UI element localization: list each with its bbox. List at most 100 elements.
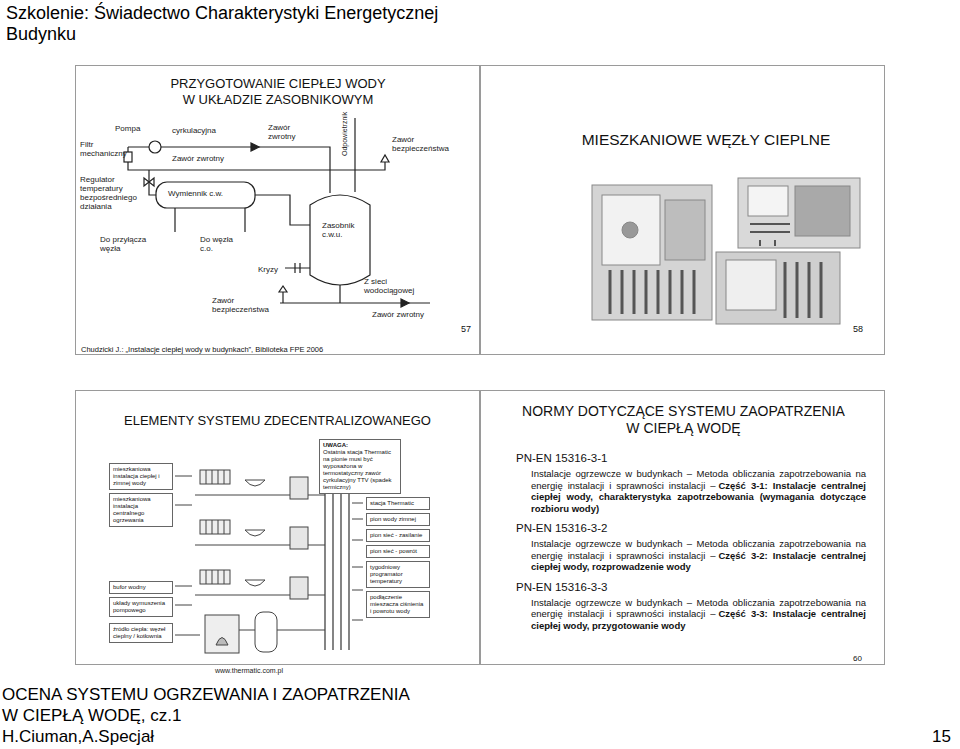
decentralized-system-drawing: [352, 503, 363, 620]
heat-unit-photos: [592, 185, 712, 320]
box-text: bufor wodny: [113, 584, 146, 590]
text-column: podłączenie mieszacza ciśnienia i powrot…: [370, 594, 426, 615]
part-label: Zawór zwrotny: [268, 124, 308, 142]
dhw-storage-schematic: [285, 263, 310, 273]
slide-number-block: 57: [461, 324, 471, 334]
dhw-storage-schematic: [255, 195, 310, 225]
heat-unit-photos: [738, 178, 860, 248]
heat-unit-photos: [726, 260, 776, 310]
dhw-storage-schematic: [251, 143, 259, 151]
part-label: Zawór bezpieczeństwa: [392, 136, 458, 154]
decentralized-system-drawing: [239, 630, 325, 631]
decentralized-system-drawing: [200, 470, 230, 484]
label-box: mieszkaniowa instalacja centralnego ogrz…: [109, 493, 173, 527]
text-column: tygodniowy programator temperatury: [370, 564, 426, 585]
source-url: www.thermatic.com.pl: [215, 667, 283, 675]
decentralized-system-drawing: [290, 577, 308, 599]
box-text: pion sieć - zasilanie: [370, 532, 422, 538]
label-box: mieszkaniowa instalacja ciepłej i zimnej…: [109, 463, 173, 490]
dhw-storage-schematic: [175, 208, 245, 232]
box-text-block: tygodniowy programator temperatury: [370, 564, 426, 585]
heat-unit-photos: [665, 200, 705, 260]
dhw-storage-schematic: [279, 286, 287, 303]
box-text: pion sieć - powrót: [370, 548, 417, 554]
note-heading-block: UWAGA:: [323, 442, 397, 449]
standard-number: PN-EN 15316-3-2: [516, 522, 607, 534]
text-column: źródło ciepła: węzeł cieplny / kotłownia: [113, 626, 169, 640]
slide-title-block: MIESZKANIOWE WĘZŁY CIEPLNE: [541, 131, 871, 149]
dhw-storage-schematic: [149, 141, 161, 153]
dhw-storage-schematic: [310, 195, 370, 285]
decentralized-system-drawing: [200, 520, 230, 534]
slide-title: PRZYGOTOWANIE CIEPŁEJ WODY W UKŁADZIE ZA…: [170, 76, 385, 107]
label-box: pion sieć - powrót: [366, 545, 430, 558]
decentralized-system-drawing: [175, 476, 200, 635]
standard-description-block: Instalacje ogrzewcze w budynkach – Metod…: [531, 468, 866, 514]
label-box: tygodniowy programator temperatury: [366, 561, 430, 588]
part-label: Zawór zwrotny: [372, 311, 424, 320]
part-label: Filtr mechaniczny: [80, 141, 122, 159]
decentralized-system-drawing: [290, 477, 308, 499]
label-box: pion sieć - zasilanie: [366, 529, 430, 542]
heat-unit-photos: [795, 186, 850, 236]
box-text: pion wody zimnej: [370, 516, 416, 522]
text-column: PN-EN 15316-3-1Instalacje ogrzewcze w bu…: [516, 451, 866, 631]
box-text-block: stacja Thermatic: [370, 500, 426, 507]
part-label: Odpowietrznik: [341, 112, 349, 156]
text-column: pion wody zimnej: [370, 516, 426, 523]
standard-number-block: PN-EN 15316-3-1: [516, 451, 866, 465]
text-column: pion sieć - zasilanie: [370, 532, 426, 539]
box-text: źródło ciepła: węzeł cieplny / kotłownia: [113, 626, 165, 639]
box-text-block: źródło ciepła: węzeł cieplny / kotłownia: [113, 626, 169, 640]
part-label: Do przyłącza węzła: [100, 236, 152, 254]
box-text-block: pion wody zimnej: [370, 516, 426, 523]
standard-description-block: Instalacje ogrzewcze w budynkach – Metod…: [531, 538, 866, 573]
box-text: tygodniowy programator temperatury: [370, 564, 403, 584]
box-text-block: pion sieć - zasilanie: [370, 532, 426, 539]
decentralized-system-drawing: [205, 615, 239, 653]
label-box: bufor wodny: [109, 581, 173, 594]
part-label: cyrkulacyjna: [172, 127, 216, 136]
heat-unit-photos: [602, 195, 660, 265]
decentralized-system-drawing: [255, 612, 277, 652]
text-column: bufor wodny: [113, 584, 169, 591]
dhw-storage-schematic: [144, 178, 154, 186]
slide-title: NORMY DOTYCZĄCE SYSTEMU ZAOPATRZENIA W C…: [522, 403, 845, 436]
text-column: stacja Thermatic: [370, 500, 426, 507]
standard-number-block: PN-EN 15316-3-3: [516, 580, 866, 594]
note-heading: UWAGA:: [323, 442, 348, 448]
part-label: Wymiennik c.w.: [168, 190, 223, 199]
slide-number: 57: [461, 324, 471, 334]
dhw-storage-schematic: [354, 118, 355, 192]
standard-number-block: PN-EN 15316-3-2: [516, 521, 866, 535]
part-label: Kryzy: [258, 266, 278, 275]
heat-unit-photos: [592, 178, 860, 324]
decentralized-system-drawing: [325, 490, 349, 650]
part-label: Do węzła c.o.: [200, 236, 238, 254]
heat-unit-photos: [716, 252, 840, 324]
slide-title-block: PRZYGOTOWANIE CIEPŁEJ WODY W UKŁADZIE ZA…: [165, 76, 391, 108]
note-text: Ostatnia stacja Thermatic na pionie musi…: [323, 449, 392, 490]
box-text-block: podłączenie mieszacza ciśnienia i powrot…: [370, 594, 426, 615]
label-box: stacja Thermatic: [366, 497, 430, 510]
part-label: Pompa: [115, 125, 140, 134]
text-column: mieszkaniowa instalacja centralnego ogrz…: [113, 496, 169, 524]
heat-unit-photos: [622, 222, 638, 238]
slide-number-block: 58: [853, 324, 863, 334]
box-text-block: mieszkaniowa instalacja ciepłej i zimnej…: [113, 466, 169, 487]
dhw-storage-schematic: [124, 118, 430, 307]
text-column: układy wymuszenia pompowego: [113, 600, 169, 614]
dhw-storage-schematic: [124, 152, 132, 162]
slide-frame: MIESZKANIOWE WĘZŁY CIEPLNE 58: [480, 65, 885, 355]
decentralized-system-drawing: [206, 470, 224, 584]
part-label: Zasobnik c.w.u.: [322, 222, 364, 240]
standard-description-block: Instalacje ogrzewcze w budynkach – Metod…: [531, 597, 866, 632]
text-column: UWAGA:Ostatnia stacja Thermatic na pioni…: [323, 442, 397, 491]
heat-unit-photos: [750, 224, 790, 246]
note-box: UWAGA:Ostatnia stacja Thermatic na pioni…: [319, 439, 401, 494]
label-box: układy wymuszenia pompowego: [109, 597, 173, 617]
standard-number: PN-EN 15316-3-1: [516, 452, 607, 464]
box-text-block: układy wymuszenia pompowego: [113, 600, 169, 614]
part-label: Z sieci wodociągowej: [364, 278, 420, 296]
